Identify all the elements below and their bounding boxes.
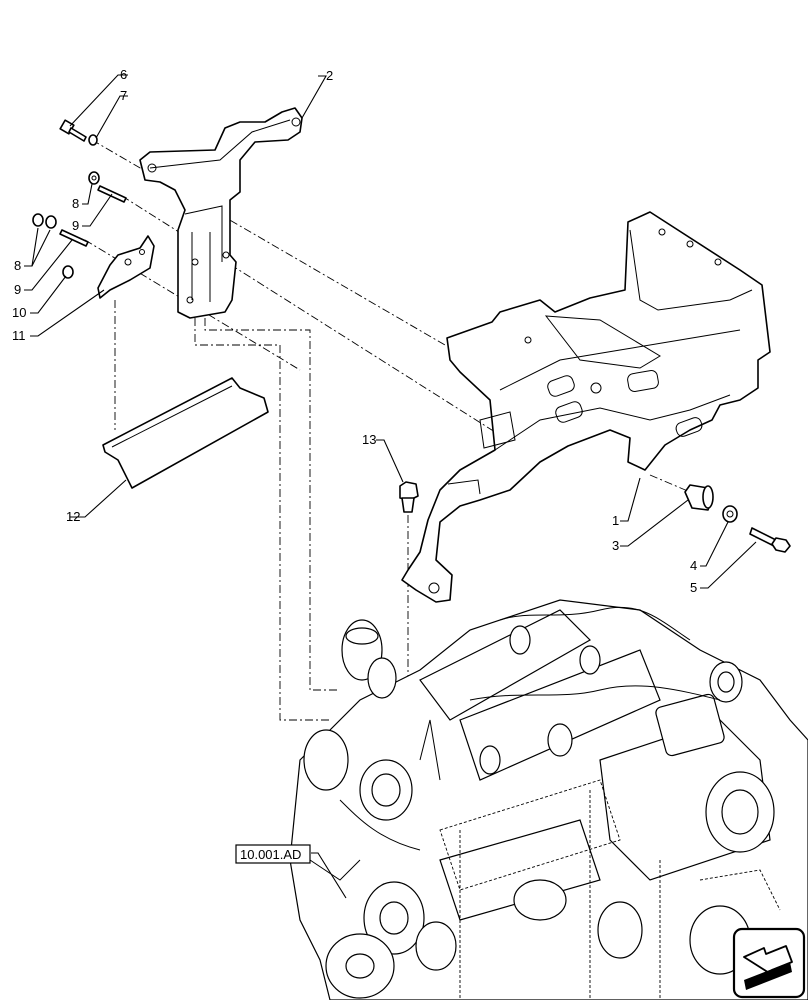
reference-label: 10.001.AD	[240, 847, 301, 862]
bolt-5-icon	[749, 527, 791, 553]
nut-8-upper-icon	[88, 171, 100, 185]
washer-4-icon	[722, 505, 738, 523]
hardware-bolts-left	[32, 119, 127, 279]
callout-9-upper: 9	[72, 218, 79, 233]
callout-8-lower: 8	[14, 258, 21, 273]
leader-lines	[24, 74, 757, 899]
callout-11: 11	[12, 328, 26, 343]
reference-link[interactable]: 10.001.AD	[235, 844, 311, 864]
bushing-3-icon	[684, 484, 714, 511]
callout-3: 3	[612, 538, 619, 553]
callout-5: 5	[690, 580, 697, 595]
part-11-plate	[97, 235, 155, 299]
hardware-right	[684, 484, 791, 553]
callout-13: 13	[362, 432, 376, 447]
callout-7: 7	[120, 88, 127, 103]
washer-7-icon	[88, 134, 98, 146]
part-12-pad	[102, 377, 269, 489]
stud-9-lower-icon	[59, 229, 89, 247]
callout-8-upper: 8	[72, 196, 79, 211]
part-1-frame	[401, 211, 771, 603]
nut-10-icon	[62, 265, 74, 279]
callout-1: 1	[612, 513, 619, 528]
callout-2: 2	[326, 68, 333, 83]
callout-labels: 6 7 2 8 9 8 9 10 11 12 13 1 3 4 5	[12, 67, 697, 595]
nuts-8-lower-icon	[32, 213, 57, 229]
callout-12: 12	[66, 509, 80, 524]
callout-4: 4	[690, 558, 697, 573]
callout-10: 10	[12, 305, 26, 320]
arrow-shadow	[744, 962, 792, 990]
reference-box[interactable]	[235, 844, 311, 864]
bolt-6-icon	[59, 119, 87, 142]
callout-9-lower: 9	[14, 282, 21, 297]
callout-6: 6	[120, 67, 127, 82]
part-2-bracket	[139, 107, 303, 319]
engine-assembly	[289, 599, 808, 1000]
bolt-13-icon	[399, 481, 419, 513]
arrow-icon[interactable]	[732, 927, 806, 999]
